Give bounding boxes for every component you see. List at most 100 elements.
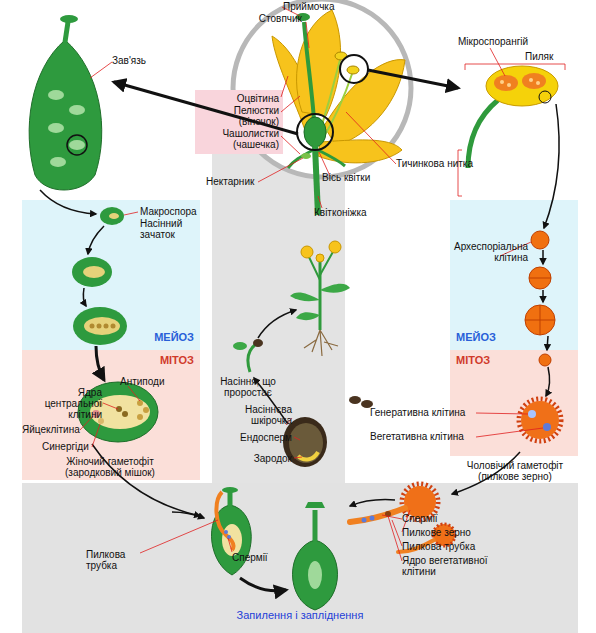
part-label: Жіночий гаметофіт (зародковий мішок): [48, 456, 172, 478]
part-label: Нектарник: [206, 176, 262, 187]
part-label: Насінний зачаток: [140, 218, 202, 240]
ovary: [29, 15, 102, 190]
leader-line: [490, 48, 505, 76]
anther: [507, 83, 511, 87]
receptacle: [318, 150, 345, 166]
magnifier-circle: [297, 114, 333, 150]
band-title: МЕЙОЗ: [456, 331, 536, 344]
leader-line: [318, 196, 322, 208]
flower-petals: [324, 60, 405, 146]
anther: [468, 66, 558, 168]
leader-line: [306, 22, 309, 48]
plant: [316, 254, 324, 262]
leader-line: [281, 136, 300, 154]
receptacle: [301, 153, 311, 159]
part-label: Макроспора: [140, 206, 200, 217]
part-label: Антиподи: [120, 376, 180, 387]
ovary: [48, 123, 64, 133]
part-label: Приймочка: [283, 1, 363, 12]
part-label: Квітконіжка: [314, 207, 394, 218]
anther: [500, 80, 504, 84]
ovary: [69, 105, 85, 115]
receptacle: [288, 150, 313, 168]
band-title: МІТОЗ: [122, 354, 194, 367]
anther: [486, 66, 558, 106]
stamens: [347, 66, 359, 74]
part-label: Тичинкова нитка: [396, 158, 486, 169]
ovary: [48, 90, 64, 100]
stamens: [335, 52, 347, 60]
background-band: [212, 150, 345, 485]
plant: [301, 246, 313, 258]
meiosis-band: МЕЙОЗ: [450, 200, 578, 350]
flower-petals: [297, 10, 341, 116]
anther: [539, 91, 551, 103]
mitosis-band: МІТОЗ: [450, 350, 578, 456]
magnifier-circle: [297, 55, 368, 150]
part-label: Вегетативна клітина: [370, 431, 476, 442]
part-label: Вісь квітки: [322, 172, 392, 183]
anther: [468, 100, 498, 168]
leader-line: [281, 96, 300, 112]
part-label: Насіння, що проростає: [212, 376, 284, 398]
part-label: Археспоріальна клітина: [430, 241, 528, 263]
ovary: [50, 157, 66, 167]
part-label: Ядро вегетативної клітини: [402, 555, 502, 577]
plant: [290, 293, 320, 302]
pistil: [304, 117, 326, 147]
plant: [320, 284, 350, 293]
flower-petals: [272, 10, 405, 163]
band-title: Запилення і запліднення: [172, 609, 428, 622]
perianth-box: ОцвітинаПелюстки (віночок)Чашолистки (ча…: [195, 90, 283, 154]
ovary: [69, 140, 85, 150]
receptacle: [315, 146, 318, 215]
part-label: Генеративна клітина: [370, 407, 476, 418]
part-label: Стовпчик: [250, 13, 302, 24]
leader-line: [346, 112, 396, 164]
leader-line: [294, 457, 302, 458]
part-label: Насіннєва шкірочка: [224, 404, 292, 426]
part-label: Оцвітина: [237, 93, 279, 104]
part-label: Пилкова трубка: [86, 549, 156, 571]
seedling: [253, 339, 263, 347]
ovary: [67, 135, 87, 155]
anther: [536, 81, 540, 85]
part-label: Ядра центральної клітини: [40, 387, 102, 420]
plant: [329, 241, 341, 253]
anther: [522, 73, 546, 89]
part-label: Чашолистки (чашечка): [199, 128, 279, 150]
arrow: [258, 310, 296, 338]
stamens: [322, 74, 352, 140]
pistil: [304, 22, 314, 120]
ovary: [29, 40, 102, 190]
stamens: [318, 60, 340, 138]
part-label: Пилкова трубка: [402, 541, 492, 552]
band-title: МІТОЗ: [456, 354, 536, 367]
anther: [529, 78, 533, 82]
seedling: [233, 342, 247, 350]
part-label: Ендосперм: [224, 432, 292, 443]
part-label: Яйцеклітина: [22, 424, 82, 435]
seedling: [248, 344, 256, 372]
plant: [319, 262, 322, 330]
pistil: [296, 13, 326, 147]
part-label: Пиляк: [525, 51, 575, 62]
anther: [494, 75, 518, 91]
arrow: [368, 70, 458, 88]
part-label: Пилкове зерно: [402, 527, 492, 538]
seed: [289, 423, 323, 463]
leader-line: [90, 62, 112, 78]
ovary: [65, 22, 68, 42]
plant: [304, 330, 338, 356]
part-label: Пелюстки (віночок): [199, 105, 279, 127]
stamens: [318, 52, 359, 140]
band-title: МЕЙОЗ: [122, 331, 194, 344]
seed: [361, 400, 373, 408]
part-label: Спермії: [232, 552, 282, 563]
seed: [349, 396, 361, 404]
magnifier-circle: [340, 55, 368, 83]
part-label: Зав'язь: [112, 55, 172, 66]
leader-line: [458, 150, 462, 196]
leader-line: [258, 158, 303, 182]
leader-line: [294, 437, 300, 440]
